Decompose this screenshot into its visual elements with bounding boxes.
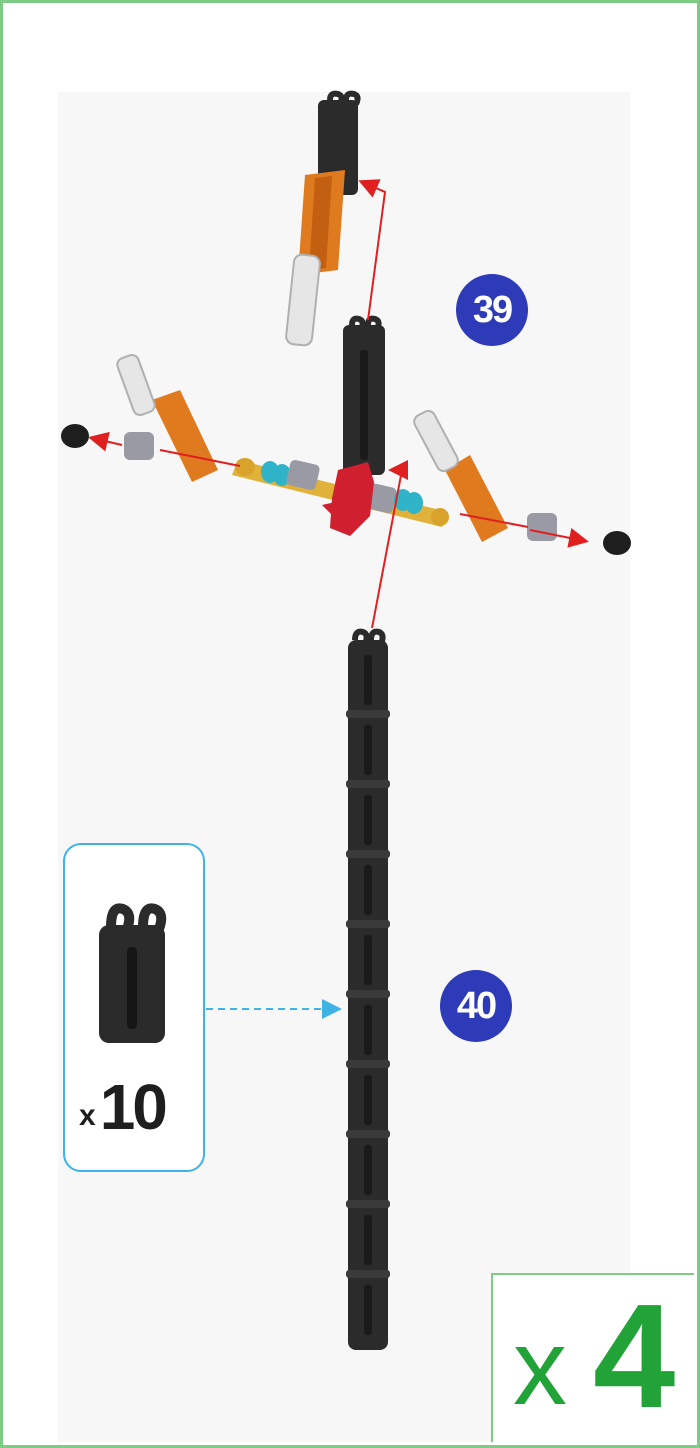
- step-number-badge: 39: [456, 274, 528, 346]
- multiplier-count: 4: [593, 1283, 675, 1431]
- parts-callout: x10: [63, 843, 205, 1172]
- upper-chain-link: [343, 319, 385, 475]
- repeat-multiplier: x 4: [491, 1273, 694, 1442]
- step-number-badge: 40: [440, 970, 512, 1042]
- left-spacer: [124, 432, 154, 460]
- top-lever-assembly: [285, 94, 358, 347]
- right-end-cap: [603, 531, 631, 555]
- long-chain: [346, 632, 390, 1350]
- left-end-cap: [61, 424, 89, 448]
- parts-quantity: x10: [79, 1070, 165, 1144]
- quantity-prefix: x: [79, 1099, 96, 1132]
- multiplier-prefix: x: [513, 1313, 567, 1421]
- left-lever: [115, 353, 218, 482]
- quantity-value: 10: [100, 1071, 165, 1143]
- axle-assembly: [232, 458, 449, 536]
- chain-link-icon: [65, 865, 203, 1085]
- right-spacer: [527, 513, 557, 541]
